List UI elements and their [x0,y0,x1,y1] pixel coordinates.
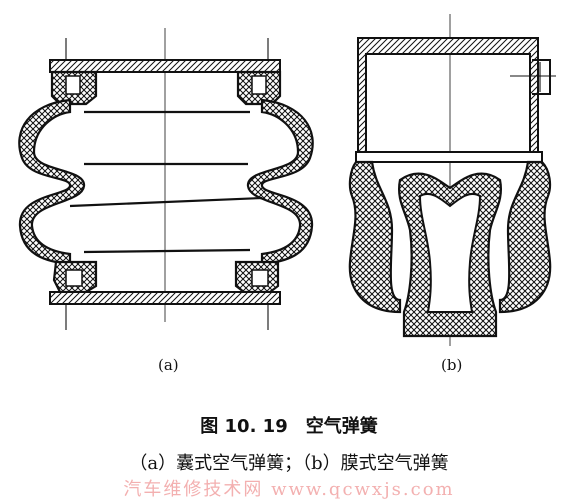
bellows-wall-right [246,98,314,266]
bottom-cover-plate [49,291,281,305]
bellows-air-spring [18,28,314,330]
watermark: 汽车维修技术网 www.qcwxjs.com [123,479,455,500]
bellows-wall-left [18,98,86,266]
diaphragm-left [348,160,402,314]
diaphragm-air-spring [348,14,556,346]
upper-housing [357,37,539,153]
diaphragm-right [498,160,552,314]
figure-caption: 图 10. 19 空气弹簧 [0,412,578,438]
figure-subcaption: （a）囊式空气弹簧；（b）膜式空气弹簧 [129,453,449,474]
figure-number: 图 10. 19 [200,416,288,437]
subfigure-label-b: (b) [441,356,463,374]
top-cover-plate [49,59,281,73]
subfigure-label-a: (a) [158,356,179,374]
figure-title: 空气弹簧 [305,416,378,437]
